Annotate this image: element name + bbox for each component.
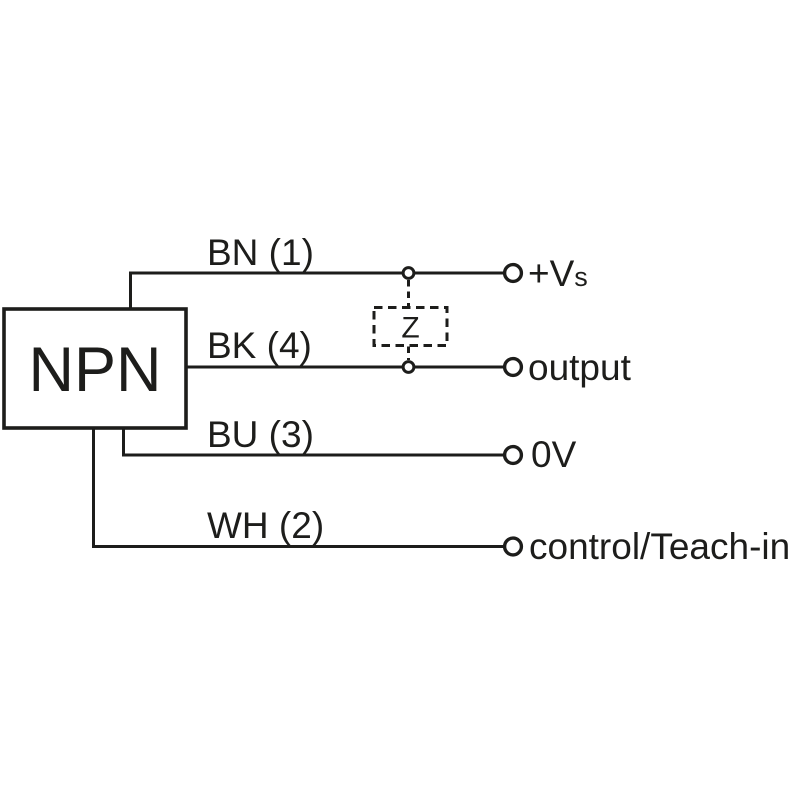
wire-bn-label: BN (1) [207,232,314,273]
terminal-label-0v: 0V [531,434,577,475]
terminal-circle-0v [502,444,524,466]
terminal-circle-control [502,536,524,557]
terminal-label-vs-main: +V [528,253,575,294]
terminal-circle-output [502,356,524,378]
junction-node-bk [401,360,416,374]
terminal-label-control: control/Teach-in [529,526,790,567]
impedance-z-label: Z [401,312,419,345]
wire-bn-line [129,271,505,309]
terminal-label-vs: +Vs [528,253,588,294]
terminal-circle-vs [502,262,524,284]
npn-device-box [2,307,188,430]
impedance-z-box [372,306,449,347]
wire-bu-line [122,428,505,457]
terminal-label-output: output [528,347,632,388]
wire-wh-label: WH (2) [207,505,324,546]
terminal-label-vs-subscript: s [574,262,588,292]
junction-node-bn [401,266,416,280]
npn-device-label: NPN [28,335,161,405]
wire-bu-label: BU (3) [207,414,314,455]
wire-wh-line [92,428,505,548]
wire-bk-label: BK (4) [207,325,312,366]
